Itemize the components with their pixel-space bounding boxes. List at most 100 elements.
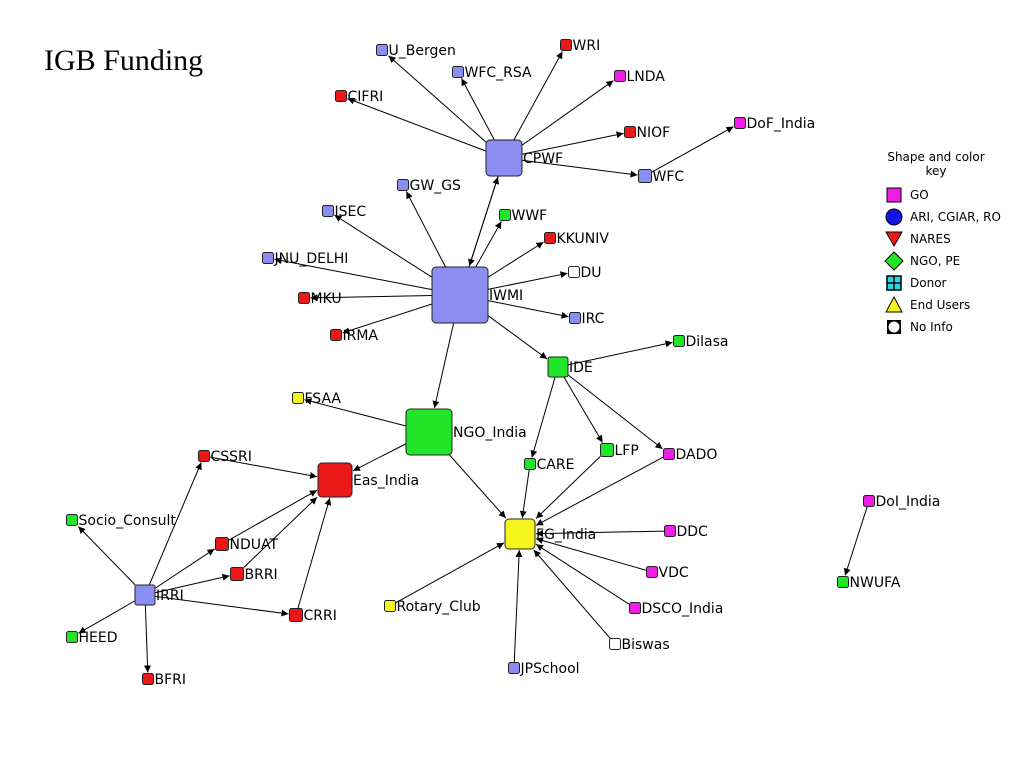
node-box — [405, 408, 453, 456]
node-irri[interactable]: IRRI — [134, 584, 184, 606]
node-wfc[interactable]: WFC — [638, 169, 685, 185]
node-box — [230, 567, 244, 581]
node-fsaa[interactable]: FSAA — [292, 391, 342, 407]
node-care[interactable]: CARE — [524, 457, 575, 473]
legend-label: ARI, CGIAR, RO — [910, 210, 1001, 224]
circle-icon — [885, 208, 903, 226]
node-wfc-rsa[interactable]: WFC_RSA — [452, 65, 533, 81]
node-dsco-india[interactable]: DSCO_India — [629, 601, 724, 617]
legend-label: GO — [910, 188, 929, 202]
node-box — [673, 335, 685, 347]
node-socio-consult[interactable]: Socio_Consult — [66, 513, 177, 529]
node-bfri[interactable]: BFRI — [142, 672, 187, 688]
node-label: FSAA — [305, 391, 342, 407]
node-box — [544, 232, 556, 244]
edge-iwmi-to-ide — [487, 315, 548, 360]
node-label: IDE — [569, 360, 593, 376]
node-doi-india[interactable]: DoI_India — [863, 494, 941, 510]
edge-irri-to-nduat — [154, 548, 215, 589]
node-heed[interactable]: HEED — [66, 630, 118, 646]
node-niof[interactable]: NIOF — [624, 125, 671, 141]
node-box — [508, 662, 520, 674]
triangle-up-icon — [885, 295, 903, 313]
legend: Shape and color key GO ARI, CGIAR, RO NA… — [884, 150, 1024, 338]
node-wri[interactable]: WRI — [560, 38, 601, 54]
node-label: U_Bergen — [389, 43, 456, 59]
circle-square-icon — [887, 320, 901, 334]
node-mku[interactable]: MKU — [298, 291, 342, 307]
node-gw-gs[interactable]: GW_GS — [397, 178, 462, 194]
legend-label: End Users — [910, 298, 971, 312]
square-icon — [886, 187, 902, 203]
node-box — [504, 518, 536, 550]
node-irma[interactable]: IRMA — [330, 328, 379, 344]
legend-item-end-users: End Users — [884, 294, 1024, 316]
node-label: DoI_India — [876, 494, 941, 510]
node-biswas[interactable]: Biswas — [609, 637, 670, 653]
node-label: DADO — [676, 447, 718, 463]
node-lfp[interactable]: LFP — [600, 443, 639, 459]
node-iwmi[interactable]: IWMI — [431, 266, 523, 324]
node-label: IWMI — [489, 288, 523, 304]
node-u-bergen[interactable]: U_Bergen — [376, 43, 456, 59]
node-box — [614, 70, 626, 82]
node-label: Socio_Consult — [79, 513, 177, 529]
node-isec[interactable]: ISEC — [322, 204, 367, 220]
edge-jpschool-to-fg-india — [513, 549, 523, 663]
node-label: NIOF — [637, 125, 671, 141]
node-lnda[interactable]: LNDA — [614, 69, 666, 85]
node-label: BRRI — [245, 567, 278, 583]
node-nwufa[interactable]: NWUFA — [837, 575, 901, 591]
edge-ngo-india-to-fg-india — [449, 454, 507, 519]
node-label: VDC — [659, 565, 689, 581]
node-du[interactable]: DU — [568, 265, 602, 281]
node-ide[interactable]: IDE — [547, 356, 593, 378]
node-jpschool[interactable]: JPSchool — [508, 661, 580, 677]
node-box — [66, 514, 78, 526]
edge-wfc-to-dof-india — [651, 126, 734, 173]
node-ddc[interactable]: DDC — [664, 524, 709, 540]
node-dado[interactable]: DADO — [663, 447, 718, 463]
node-brri[interactable]: BRRI — [230, 567, 278, 583]
node-irc[interactable]: IRC — [569, 311, 605, 327]
node-cssri[interactable]: CSSRI — [198, 449, 252, 465]
edge-iwmi-to-irma — [342, 303, 433, 335]
node-label: IRC — [582, 311, 605, 327]
node-wwf[interactable]: WWF — [499, 208, 548, 224]
node-dilasa[interactable]: Dilasa — [673, 334, 729, 350]
legend-item-donor: Donor — [884, 272, 1024, 294]
node-label: LNDA — [627, 69, 666, 85]
node-fg-india[interactable]: FG_India — [504, 518, 596, 550]
node-box — [663, 448, 675, 460]
node-dof-india[interactable]: DoF_India — [734, 116, 816, 132]
node-label: WWF — [512, 208, 548, 224]
node-cifri[interactable]: CIFRI — [335, 89, 384, 105]
node-label: BFRI — [155, 672, 187, 688]
edges-layer — [77, 51, 868, 673]
node-eas-india[interactable]: Eas_India — [317, 462, 419, 498]
node-rotary-club[interactable]: Rotary_Club — [384, 599, 481, 615]
edge-ngo-india-to-fsaa — [304, 398, 407, 427]
edge-ddc-to-fg-india — [535, 530, 665, 538]
node-label: Eas_India — [353, 473, 419, 489]
node-box — [262, 252, 274, 264]
node-kkuniv[interactable]: KKUNIV — [544, 231, 610, 247]
node-box — [646, 566, 658, 578]
node-nduat[interactable]: NDUAT — [215, 537, 279, 553]
node-vdc[interactable]: VDC — [646, 565, 689, 581]
edge-iwmi-to-kkuniv — [487, 241, 544, 278]
edge-cpwf-to-cifri — [347, 97, 487, 152]
node-ngo-india[interactable]: NGO_India — [405, 408, 527, 456]
page-title: IGB Funding — [44, 44, 204, 77]
edge-ide-to-dilasa — [567, 340, 673, 366]
edge-iwmi-to-gw-gs — [405, 191, 446, 268]
edge-dsco-india-to-fg-india — [535, 543, 630, 605]
node-crri[interactable]: CRRI — [289, 608, 337, 624]
node-jnu-delhi[interactable]: JNU_DELHI — [262, 251, 349, 267]
node-cpwf[interactable]: CPWF — [485, 139, 563, 177]
edge-ide-to-dado — [567, 374, 663, 450]
node-label: CIFRI — [348, 89, 384, 105]
node-label: Rotary_Club — [397, 599, 481, 615]
